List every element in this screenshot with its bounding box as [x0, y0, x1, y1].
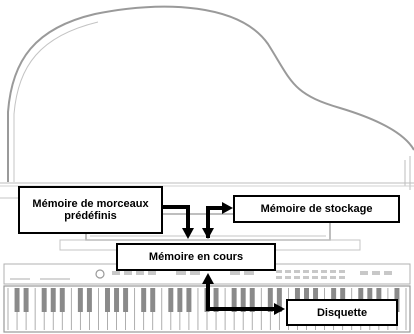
arrow-storage-to-current — [202, 214, 214, 239]
black-key — [59, 288, 65, 312]
arrow-current-to-storage — [206, 202, 233, 238]
black-key — [86, 288, 92, 312]
piano-right-edge — [404, 156, 411, 190]
black-key — [249, 288, 255, 312]
black-key — [114, 288, 120, 312]
black-key — [168, 288, 174, 312]
black-key — [177, 288, 183, 312]
preset-label-line1: Mémoire de morceaux — [32, 198, 149, 210]
panel-knob — [95, 269, 105, 279]
black-key — [50, 288, 56, 312]
panel-labels — [10, 278, 70, 280]
arrow-current-floppy — [202, 273, 285, 315]
floppy-disk-label: Disquette — [286, 299, 398, 326]
black-key — [105, 288, 110, 312]
black-key — [150, 288, 156, 312]
black-key — [141, 288, 147, 312]
black-key — [276, 288, 282, 312]
piano-lid-outline — [7, 5, 414, 182]
black-key — [213, 288, 219, 312]
piano-lid-inner — [13, 21, 99, 182]
black-key — [231, 288, 237, 312]
black-key — [23, 288, 29, 312]
arrow-preset-to-current — [163, 205, 194, 239]
black-key — [123, 288, 129, 312]
current-memory-label: Mémoire en cours — [116, 243, 276, 271]
black-key — [77, 288, 83, 312]
black-key — [267, 288, 273, 312]
storage-memory-label: Mémoire de stockage — [233, 195, 400, 223]
black-key — [240, 288, 246, 312]
preset-songs-memory-label: Mémoire de morceaux prédéfinis — [18, 186, 163, 234]
black-key — [186, 288, 192, 312]
black-key — [14, 288, 20, 312]
black-key — [41, 288, 47, 312]
panel-buttons-left — [112, 270, 392, 279]
preset-label-line2: prédéfinis — [64, 210, 117, 222]
